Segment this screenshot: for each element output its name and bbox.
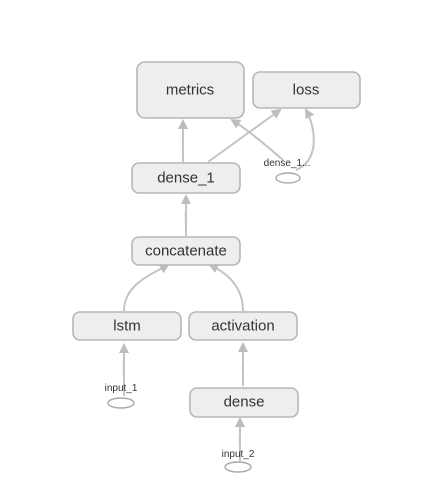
input-label: dense_1... bbox=[264, 158, 311, 169]
node-label: lstm bbox=[113, 318, 141, 335]
node-label: concatenate bbox=[145, 243, 227, 260]
edge-label-mark: · · · bbox=[230, 281, 238, 289]
edge-label-mark: · · · · · bbox=[308, 138, 316, 150]
node-loss[interactable]: loss bbox=[252, 71, 361, 109]
input-dense-1-dots[interactable]: dense_1... bbox=[264, 158, 311, 184]
edge-label-mark: · · · bbox=[236, 437, 241, 443]
node-dense[interactable]: dense bbox=[189, 387, 299, 418]
node-label: dense bbox=[224, 394, 265, 411]
edge-label-mark: · · · bbox=[239, 365, 244, 371]
input-port-ellipse bbox=[275, 172, 301, 184]
edge-dense1dots-loss bbox=[295, 108, 315, 171]
input-input-2[interactable]: input_2 bbox=[222, 449, 255, 473]
node-metrics[interactable]: metrics bbox=[136, 61, 245, 119]
edge-label-mark: · · · · · bbox=[130, 279, 142, 291]
input-port-ellipse bbox=[107, 397, 135, 409]
edge-lstm-concatenate bbox=[123, 264, 170, 312]
node-label: loss bbox=[293, 82, 320, 99]
edge-label-mark: · · · · · bbox=[120, 362, 125, 373]
input-label: input_2 bbox=[222, 449, 255, 460]
input-port-ellipse bbox=[224, 461, 252, 473]
node-activation[interactable]: activation bbox=[188, 311, 298, 341]
node-concatenate[interactable]: concatenate bbox=[131, 236, 241, 266]
edges bbox=[119, 108, 315, 461]
edge-label-mark: · · · · · bbox=[178, 134, 183, 145]
node-dense-1[interactable]: dense_1 bbox=[131, 162, 241, 194]
node-label: metrics bbox=[166, 82, 214, 99]
edge-activation-concatenate bbox=[208, 263, 244, 312]
edge-dense1-loss bbox=[207, 108, 282, 163]
edge-label-mark: · · · · · bbox=[182, 212, 187, 223]
input-input-1[interactable]: input_1 bbox=[105, 383, 138, 409]
edge-label-mark: · · · · · · bbox=[252, 133, 266, 145]
input-label: input_1 bbox=[105, 383, 138, 394]
edge-dense1dots-metrics bbox=[230, 118, 284, 161]
node-label: activation bbox=[211, 318, 274, 335]
node-lstm[interactable]: lstm bbox=[72, 311, 182, 341]
node-label: dense_1 bbox=[157, 170, 215, 187]
